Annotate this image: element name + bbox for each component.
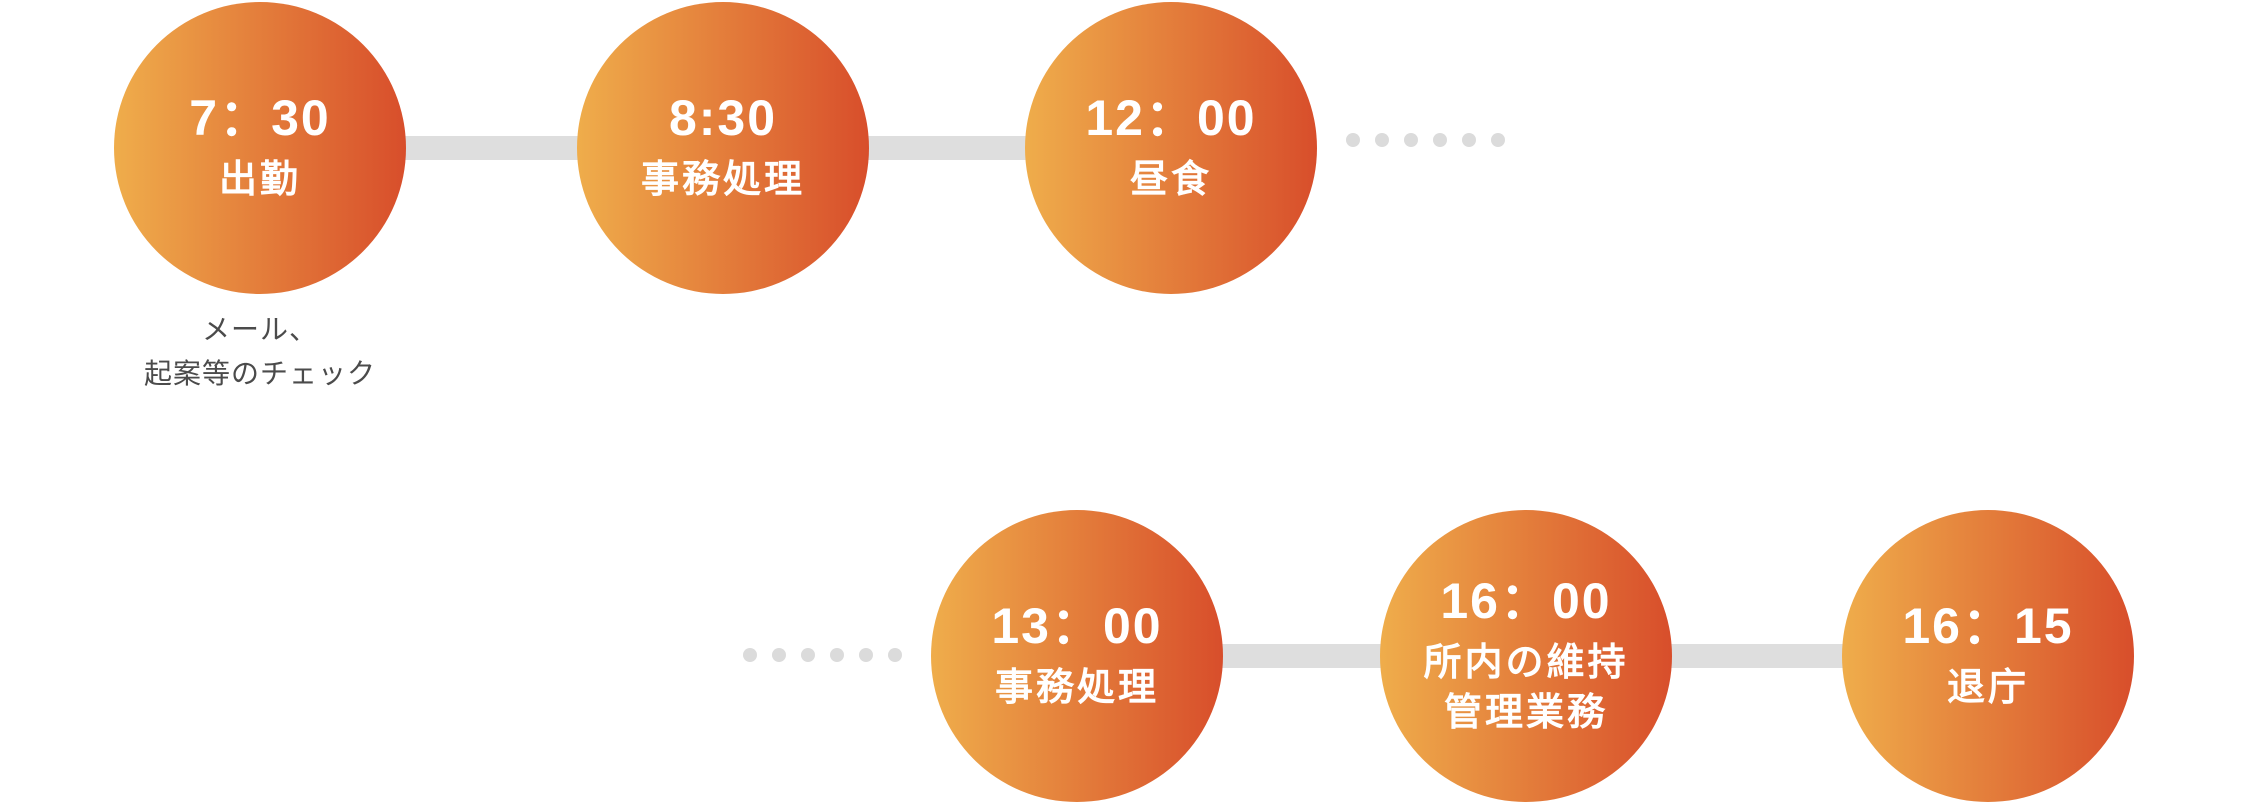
timeline-node-0730: 7：30 出勤 bbox=[114, 2, 406, 294]
node-time: 16：15 bbox=[1902, 597, 2074, 654]
timeline-node-1200: 12：00 昼食 bbox=[1025, 2, 1317, 294]
ellipsis-dot bbox=[1375, 133, 1389, 147]
ellipsis-dot bbox=[743, 648, 757, 662]
node-time: 7：30 bbox=[189, 89, 331, 146]
ellipsis-dot bbox=[801, 648, 815, 662]
node-time: 8:30 bbox=[668, 89, 778, 146]
node-label: 退庁 bbox=[1946, 666, 2029, 709]
node-label: 事務処理 bbox=[994, 666, 1159, 709]
ellipsis-dot bbox=[772, 648, 786, 662]
node-label: 出勤 bbox=[218, 158, 301, 201]
ellipsis-dot bbox=[1346, 133, 1360, 147]
node-caption: メール、 起案等のチェック bbox=[143, 314, 376, 389]
timeline-node-1615: 16：15 退庁 bbox=[1842, 510, 2134, 802]
continuation-dots bbox=[1346, 133, 1505, 147]
ellipsis-dot bbox=[1433, 133, 1447, 147]
ellipsis-dot bbox=[1404, 133, 1418, 147]
node-label: 昼食 bbox=[1129, 158, 1212, 201]
ellipsis-dot bbox=[1491, 133, 1505, 147]
node-time: 12：00 bbox=[1085, 89, 1257, 146]
node-time: 13：00 bbox=[991, 597, 1163, 654]
timeline-node-1300: 13：00 事務処理 bbox=[931, 510, 1223, 802]
ellipsis-dot bbox=[859, 648, 873, 662]
timeline-node-1600: 16：00 所内の維持 管理業務 bbox=[1380, 510, 1672, 802]
continuation-dots bbox=[743, 648, 902, 662]
ellipsis-dot bbox=[888, 648, 902, 662]
timeline-node-0830: 8:30 事務処理 bbox=[577, 2, 869, 294]
node-label: 所内の維持 管理業務 bbox=[1423, 642, 1629, 734]
ellipsis-dot bbox=[830, 648, 844, 662]
ellipsis-dot bbox=[1462, 133, 1476, 147]
node-time: 16：00 bbox=[1440, 573, 1612, 630]
node-label: 事務処理 bbox=[640, 158, 805, 201]
